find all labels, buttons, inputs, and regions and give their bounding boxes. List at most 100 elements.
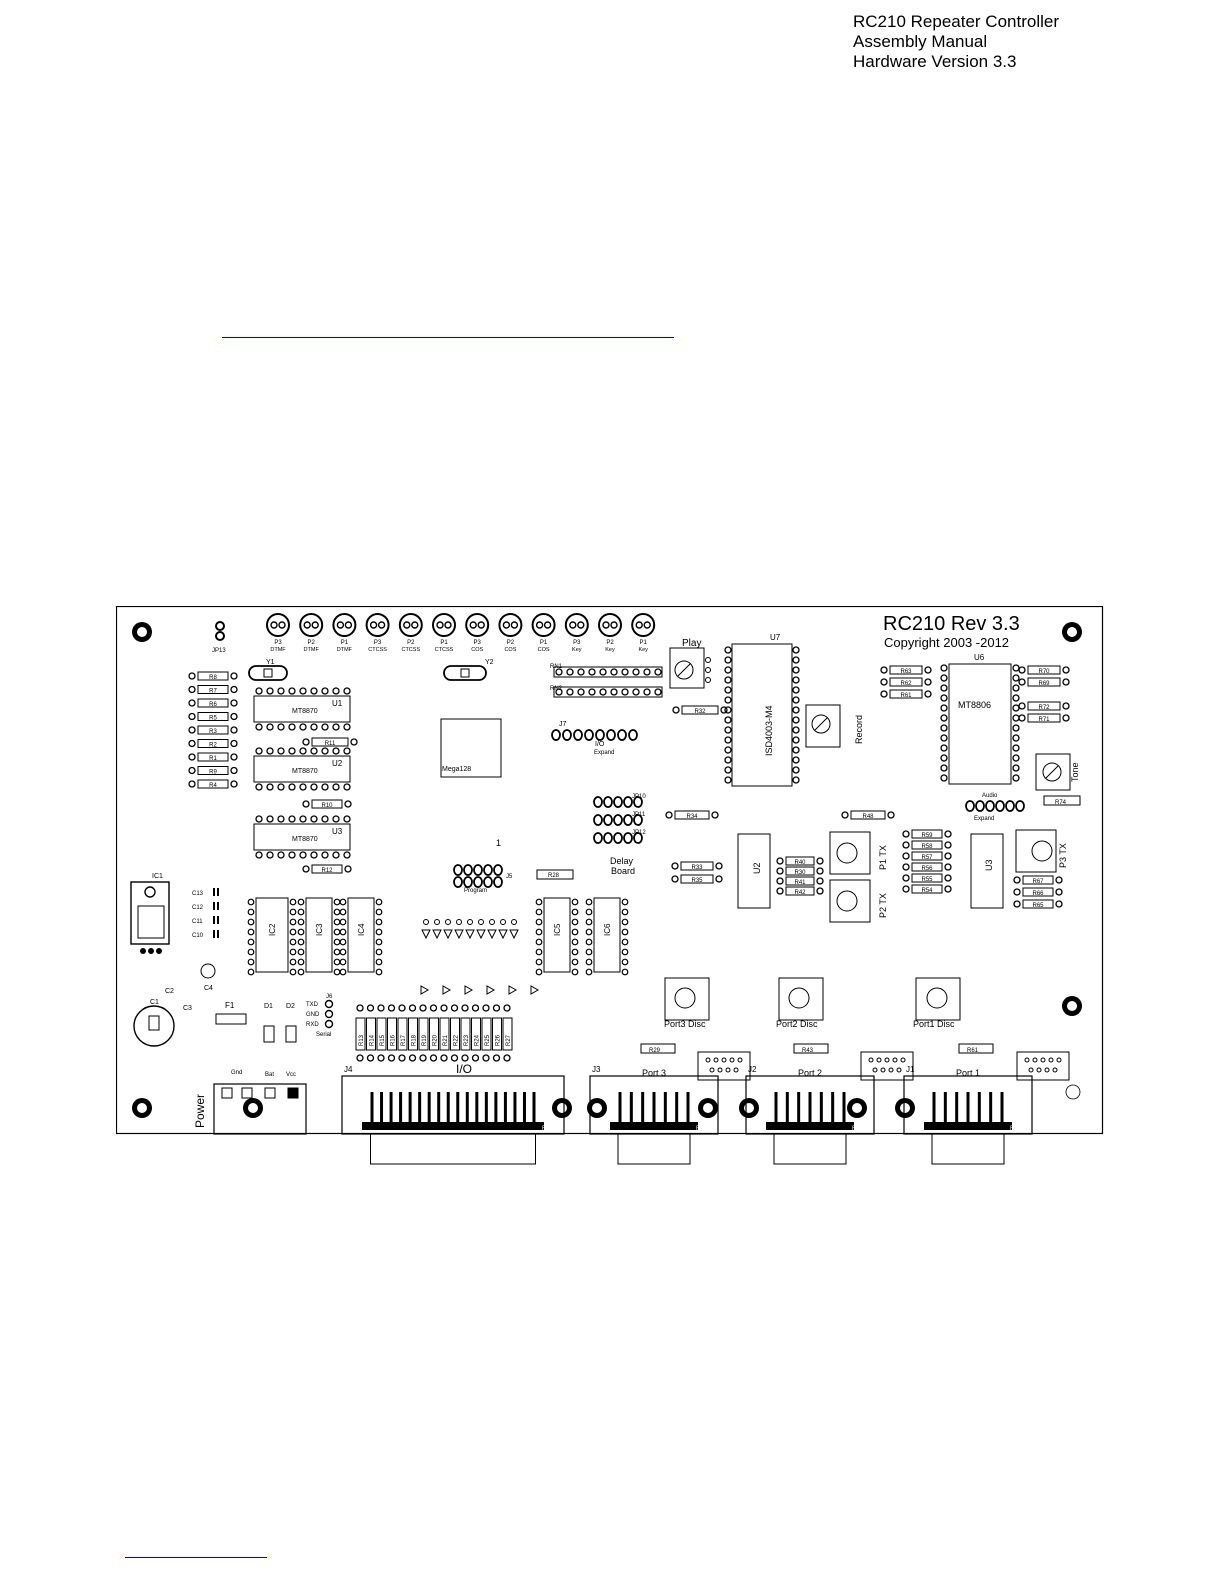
dtmf-chip-body	[253, 755, 351, 783]
ic-pin	[571, 908, 579, 916]
resistor-pad	[230, 685, 238, 694]
ic-pin	[247, 958, 255, 966]
ic-pin	[339, 908, 347, 916]
resistor-pad	[230, 726, 238, 734]
resistor-body	[680, 861, 714, 871]
db9-pin	[713, 1057, 719, 1063]
db9-pin	[884, 1057, 890, 1063]
program-label: Program	[464, 888, 487, 894]
chip-pin	[266, 783, 274, 791]
diode-pad	[489, 919, 495, 925]
audio-pin	[1005, 800, 1015, 812]
led-pad	[403, 621, 411, 629]
diode-symbol	[442, 985, 452, 995]
resistor-pad	[188, 699, 196, 707]
resistor-pad	[816, 867, 824, 875]
diode-pad	[456, 919, 462, 925]
u7-pin	[792, 696, 800, 704]
resistor-pad	[776, 857, 784, 865]
db9-pin	[888, 1067, 894, 1073]
db9-pin	[876, 1057, 882, 1063]
u6-pin	[1012, 774, 1020, 782]
resistor-pad	[230, 739, 238, 748]
u7-pin	[724, 676, 732, 684]
tone-label: Tone	[1070, 762, 1080, 782]
resistor-pad	[188, 753, 196, 761]
diode-pad	[423, 919, 429, 925]
resistor-body	[1027, 713, 1061, 723]
ic-pin	[289, 918, 297, 926]
chip-pin	[255, 783, 263, 791]
resistor-label: R41	[794, 880, 806, 886]
record-label: Record	[854, 715, 864, 744]
chip-pin	[343, 747, 351, 755]
resistor-pad	[902, 852, 910, 860]
resistor-pad	[1018, 678, 1026, 686]
u7-pin	[792, 746, 800, 754]
ic-pin	[535, 918, 543, 926]
c4-label: C4	[204, 985, 213, 992]
resistor-body	[785, 886, 815, 896]
ic-pin	[339, 898, 347, 906]
resistor-pad	[230, 699, 238, 707]
resistor-body	[1027, 665, 1061, 675]
led-outline	[631, 613, 656, 637]
r61-label: R61	[967, 1048, 979, 1054]
db9-pin	[896, 1067, 902, 1073]
program-header	[453, 864, 503, 888]
u7-pin	[792, 726, 800, 734]
io-resistor-body	[450, 1017, 460, 1051]
io-resistor-label: R24	[475, 1034, 481, 1046]
led-ref-label: P3	[274, 640, 282, 646]
resistor-body	[197, 698, 229, 708]
hyperlink-underline[interactable]	[222, 337, 674, 338]
rn-pin	[621, 668, 629, 676]
db9-pin	[717, 1067, 723, 1073]
mounting-hole	[847, 1098, 867, 1118]
resistor-pad	[944, 885, 952, 893]
ic-body	[593, 897, 621, 973]
p2tx-label: P2 TX	[878, 893, 888, 918]
chip-pin	[299, 687, 307, 695]
j7-pin	[584, 729, 594, 741]
resistor-pad	[1055, 900, 1063, 908]
d1-label: D1	[264, 1003, 273, 1010]
u7-pin	[724, 656, 732, 664]
rn-pin	[555, 688, 563, 696]
c1-label: C1	[150, 999, 159, 1006]
chip-pin	[299, 815, 307, 823]
led-pad	[602, 621, 610, 629]
r43-label: R43	[802, 1048, 814, 1054]
serial-label: Serial	[316, 1032, 331, 1038]
chip-pin	[277, 687, 285, 695]
u6-pin	[1012, 764, 1020, 772]
u7-pin	[724, 706, 732, 714]
resistor-label: R3	[209, 729, 217, 735]
u6-pin	[1012, 754, 1020, 762]
resistor-pad	[711, 811, 719, 819]
io-resistor-pad	[366, 1054, 375, 1062]
footer-link-underline[interactable]	[125, 1557, 267, 1558]
io-resistor-body	[376, 1017, 387, 1051]
ic-pin	[585, 928, 593, 936]
io-resistor-pad	[482, 1004, 490, 1012]
ic-label: IC2	[268, 923, 277, 936]
diode-pad	[500, 919, 506, 925]
port1-disc-label: Port1 Disc	[913, 1019, 955, 1029]
resistor-body	[1022, 899, 1054, 909]
rn-pin	[588, 688, 596, 696]
io-resistor-pad	[450, 1004, 459, 1012]
diode-symbol	[487, 929, 497, 940]
ic-pin	[375, 948, 383, 956]
mounting-hole	[698, 1098, 718, 1118]
chip-pin	[255, 747, 263, 755]
ic-pin	[375, 938, 383, 946]
ic-pin	[289, 948, 297, 956]
resistor-label: R72	[1038, 705, 1050, 711]
connector-shell	[370, 1133, 536, 1165]
resistor-body	[681, 705, 719, 715]
rn-pin	[555, 668, 563, 676]
